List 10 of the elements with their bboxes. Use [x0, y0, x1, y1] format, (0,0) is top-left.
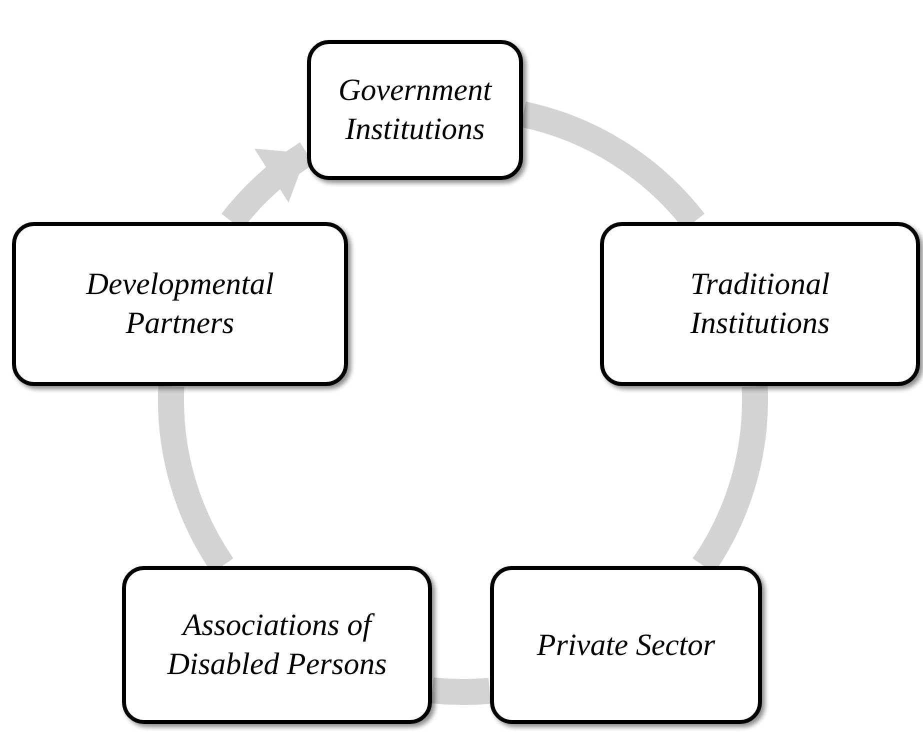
stakeholder-box: [122, 566, 432, 724]
stakeholder-box: [12, 222, 348, 386]
stakeholder-box: [490, 566, 762, 724]
box-label: Private Sector: [536, 626, 716, 664]
box-label: Developmental Partners: [84, 265, 275, 342]
stakeholder-box: [600, 222, 920, 386]
box-label: Traditional Institutions: [689, 265, 831, 342]
box-label: Associations of Disabled Persons: [166, 606, 388, 683]
stakeholder-box: [307, 40, 523, 180]
box-label: Government Institutions: [337, 71, 494, 148]
